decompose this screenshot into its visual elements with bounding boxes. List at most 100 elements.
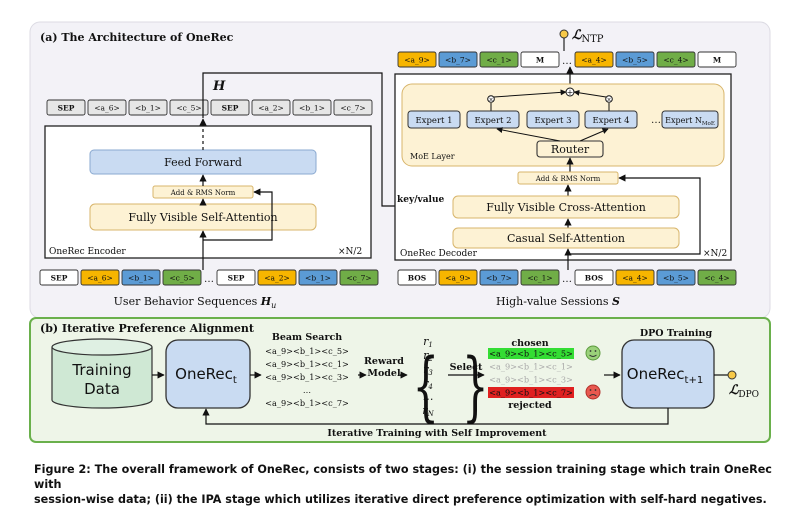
decoder-input-token-label: <c_1> (527, 274, 552, 283)
router-to-expert4 (579, 128, 609, 142)
decoder-output-token-label: M (536, 56, 544, 65)
decoder-output-token-label: <c_1> (486, 56, 511, 65)
encoder-output-token-label: <b_1> (135, 104, 161, 113)
decoder-add-norm-label: Add & RMS Norm (535, 175, 601, 183)
encoder-output-token (87, 99, 127, 116)
encoder-input-token-label: <a_2> (264, 274, 290, 283)
encoder-name: OneRec Encoder (49, 247, 126, 257)
decoder-input-token-label: BOS (408, 274, 426, 283)
moe-router (536, 140, 604, 158)
encoder-input-token (121, 269, 161, 286)
encoder-input-token (39, 269, 79, 286)
reward-model-label-2: Model (367, 368, 401, 379)
moe-layer-label: MoE Layer (410, 152, 455, 161)
decoder-output-token (656, 51, 696, 68)
ranked-candidates: <a_9><b_1><c_5><a_9><b_1><c_1><a_9><b_1>… (488, 348, 574, 398)
onerec-t-block (165, 339, 251, 409)
decoder-input-token (438, 269, 478, 286)
decoder-add-norm (517, 171, 619, 185)
decoder-input-token (615, 269, 655, 286)
encoder-output-token-label: <a_6> (94, 104, 120, 113)
key-value-label: key/value (397, 195, 445, 205)
decoder-input-token-label: <b_7> (486, 274, 512, 283)
encoder-output-token-label: <c_7> (340, 104, 365, 113)
ranked-candidate: <a_9><b_1><c_3> (489, 375, 573, 385)
decoder-input-token (520, 269, 560, 286)
reward-brace-left: { (413, 343, 440, 431)
expert-label: Expert 2 (474, 116, 511, 126)
decoder-input-token (656, 269, 696, 286)
expert-block (407, 110, 461, 129)
sad-face-icon (585, 384, 601, 400)
decoder-output-token-label: <b_5> (622, 56, 648, 65)
decoder-name: OneRec Decoder (400, 249, 478, 259)
beam-candidates: <a_9><b_1><c_5><a_9><b_1><c_1><a_9><b_1>… (265, 346, 349, 408)
onerec-t1-label: OneRect+1 (627, 365, 703, 386)
h-output-label: H (212, 79, 226, 94)
encoder-residual-arrow (203, 188, 273, 241)
beam-candidate: <a_9><b_1><c_7> (265, 398, 349, 408)
expert-weight-node-1 (487, 95, 495, 103)
expert-label: Expert 1 (415, 116, 452, 126)
panel-a-title: (a) The Architecture of OneRec (40, 31, 234, 44)
encoder-output-token (210, 99, 250, 116)
expert-label: Expert 3 (534, 116, 571, 126)
rejected-label: rejected (508, 400, 552, 411)
expert-block (584, 110, 638, 129)
decoder-output-token (397, 51, 437, 68)
beam-candidate: … (303, 385, 311, 395)
encoder-input-token (216, 269, 256, 286)
encoder-input-token-label: <b_1> (305, 274, 331, 283)
decoder-output-tokens: <a_9><b_7><c_1>M…<a_4><b_5><c_4>M (397, 51, 737, 68)
encoder-input-caption: User Behavior Sequences Hu (114, 295, 277, 310)
reward-score: rN (422, 404, 434, 418)
beam-candidate: <a_9><b_1><c_1> (265, 359, 349, 369)
ranked-candidate: <a_9><b_1><c_7> (489, 388, 573, 398)
ranked-candidate: <a_9><b_1><c_1> (489, 362, 573, 372)
decoder-output-token (697, 51, 737, 68)
figure-caption: Figure 2: The overall framework of OneRe… (34, 462, 774, 507)
encoder-input-token (162, 269, 202, 286)
decoder-input-token (397, 269, 437, 286)
reward-brace-right: } (462, 343, 489, 431)
encoder-output-token-label: SEP (222, 104, 239, 113)
reward-score: r1 (423, 335, 433, 349)
moe-combine-line-1 (493, 89, 567, 98)
encoder-input-token-label: <c_7> (346, 274, 371, 283)
decoder-input-token-label: <a_9> (445, 274, 471, 283)
decoder-input-token (574, 269, 614, 286)
reward-score: … (423, 390, 434, 403)
expert-block (526, 110, 580, 129)
encoder-input-token-label: SEP (228, 274, 245, 283)
expert-block (466, 110, 520, 129)
encoder-input-token (80, 269, 120, 286)
caption-line-2: session-wise data; (ii) the IPA stage wh… (34, 493, 767, 506)
encoder-self-attention-label: Fully Visible Self-Attention (128, 211, 277, 224)
decoder-output-token (520, 51, 560, 68)
decoder-output-token-label: <a_4> (581, 56, 607, 65)
select-label: Select (450, 362, 483, 373)
panel-b-title: (b) Iterative Preference Alignment (40, 322, 255, 335)
decoder-cross-attention-label: Fully Visible Cross-Attention (486, 201, 646, 214)
reward-model-label-1: Reward (364, 356, 404, 367)
encoder-output-token-label: <b_1> (299, 104, 325, 113)
encoder-input-ellipsis: … (204, 274, 214, 285)
decoder-cross-attention (452, 195, 680, 219)
decoder-residual-arrow (568, 174, 701, 255)
encoder-feed-forward-label: Feed Forward (164, 156, 242, 169)
decoder-output-token-label: <c_4> (663, 56, 688, 65)
decoder-output-token-label: <b_7> (445, 56, 471, 65)
onerec-framework-figure: (a) The Architecture of OneRec SEP <a_6> <… (29, 21, 771, 443)
expert-weight-symbol-2: × (606, 97, 611, 104)
encoder-output-token-label: <c_5> (176, 104, 201, 113)
decoder-output-token (574, 51, 614, 68)
decoder-output-token-label: M (713, 56, 721, 65)
expert-label: Expert 4 (592, 116, 629, 126)
encoder-output-token-label: SEP (58, 104, 75, 113)
caption-line-1: Figure 2: The overall framework of OneRe… (34, 463, 772, 491)
decoder-repeat: ×N/2 (703, 249, 727, 259)
encoder-output-token (292, 99, 332, 116)
training-data-label-2: Data (84, 380, 120, 398)
expert-weight-node-2 (605, 95, 613, 103)
